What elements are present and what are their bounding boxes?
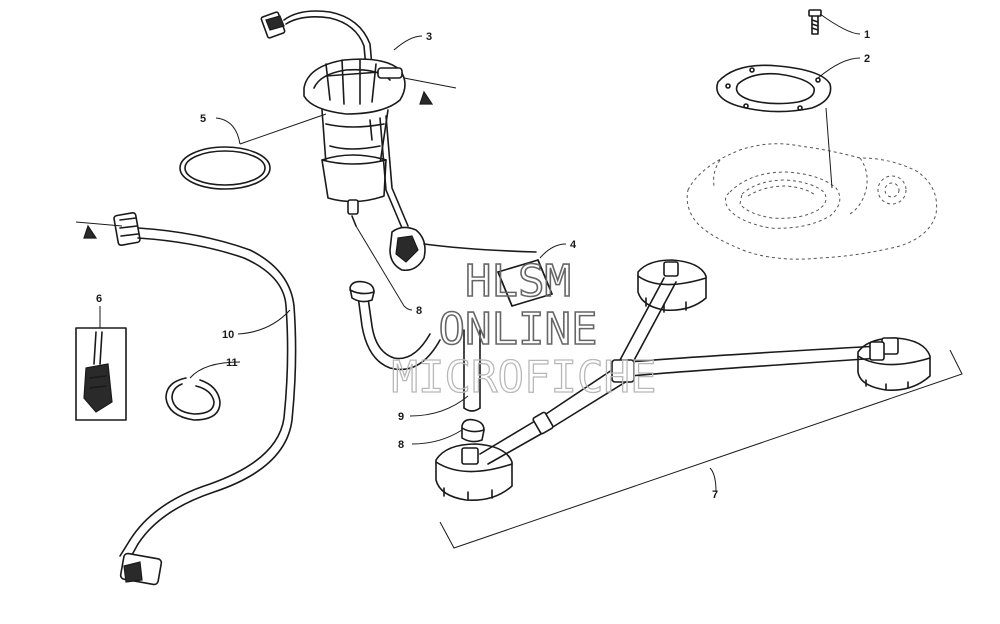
watermark-line-1: HLSM [465, 256, 571, 307]
part-2-flange-gasket[interactable] [716, 64, 832, 113]
part-9-fuel-hose[interactable] [351, 215, 481, 412]
part-7-fuel-pickup-assembly[interactable] [435, 259, 931, 502]
callout-4: 4 [570, 239, 577, 251]
section-arrow-left [75, 221, 123, 239]
part-6-wiring-connector[interactable] [75, 327, 127, 421]
callout-labels: 1 2 3 4 5 6 7 8 8 9 10 11 [96, 29, 870, 501]
callout-9: 9 [398, 411, 404, 423]
watermark-line-3: MICROFICHE [392, 352, 657, 403]
part-1-screw[interactable] [808, 9, 822, 35]
fuel-tank-outline [686, 143, 938, 260]
part-11-hose-clamp[interactable] [165, 377, 221, 421]
callout-8-upper: 8 [416, 305, 422, 317]
part-10-fuel-line[interactable] [113, 211, 297, 586]
part-8-clamp-upper[interactable] [349, 280, 375, 303]
part-4-float[interactable] [497, 259, 553, 307]
section-arrow-upper [403, 77, 457, 105]
watermark: HLSM ONLINE MICROFICHE [391, 255, 657, 403]
part-5-o-ring[interactable] [179, 146, 271, 190]
callout-2: 2 [864, 53, 870, 65]
callout-6: 6 [96, 293, 102, 305]
leader-lines [99, 13, 861, 493]
callout-7: 7 [712, 489, 718, 501]
callout-10: 10 [222, 329, 234, 341]
part-8-clamp-lower[interactable] [461, 418, 485, 443]
callout-11: 11 [226, 357, 238, 369]
part-3-fuel-pump-assembly[interactable] [260, 10, 537, 272]
watermark-line-2: ONLINE [439, 304, 598, 355]
callout-3: 3 [426, 31, 432, 43]
callout-5: 5 [200, 113, 206, 125]
callout-8-lower: 8 [398, 439, 404, 451]
callout-1: 1 [864, 29, 870, 41]
